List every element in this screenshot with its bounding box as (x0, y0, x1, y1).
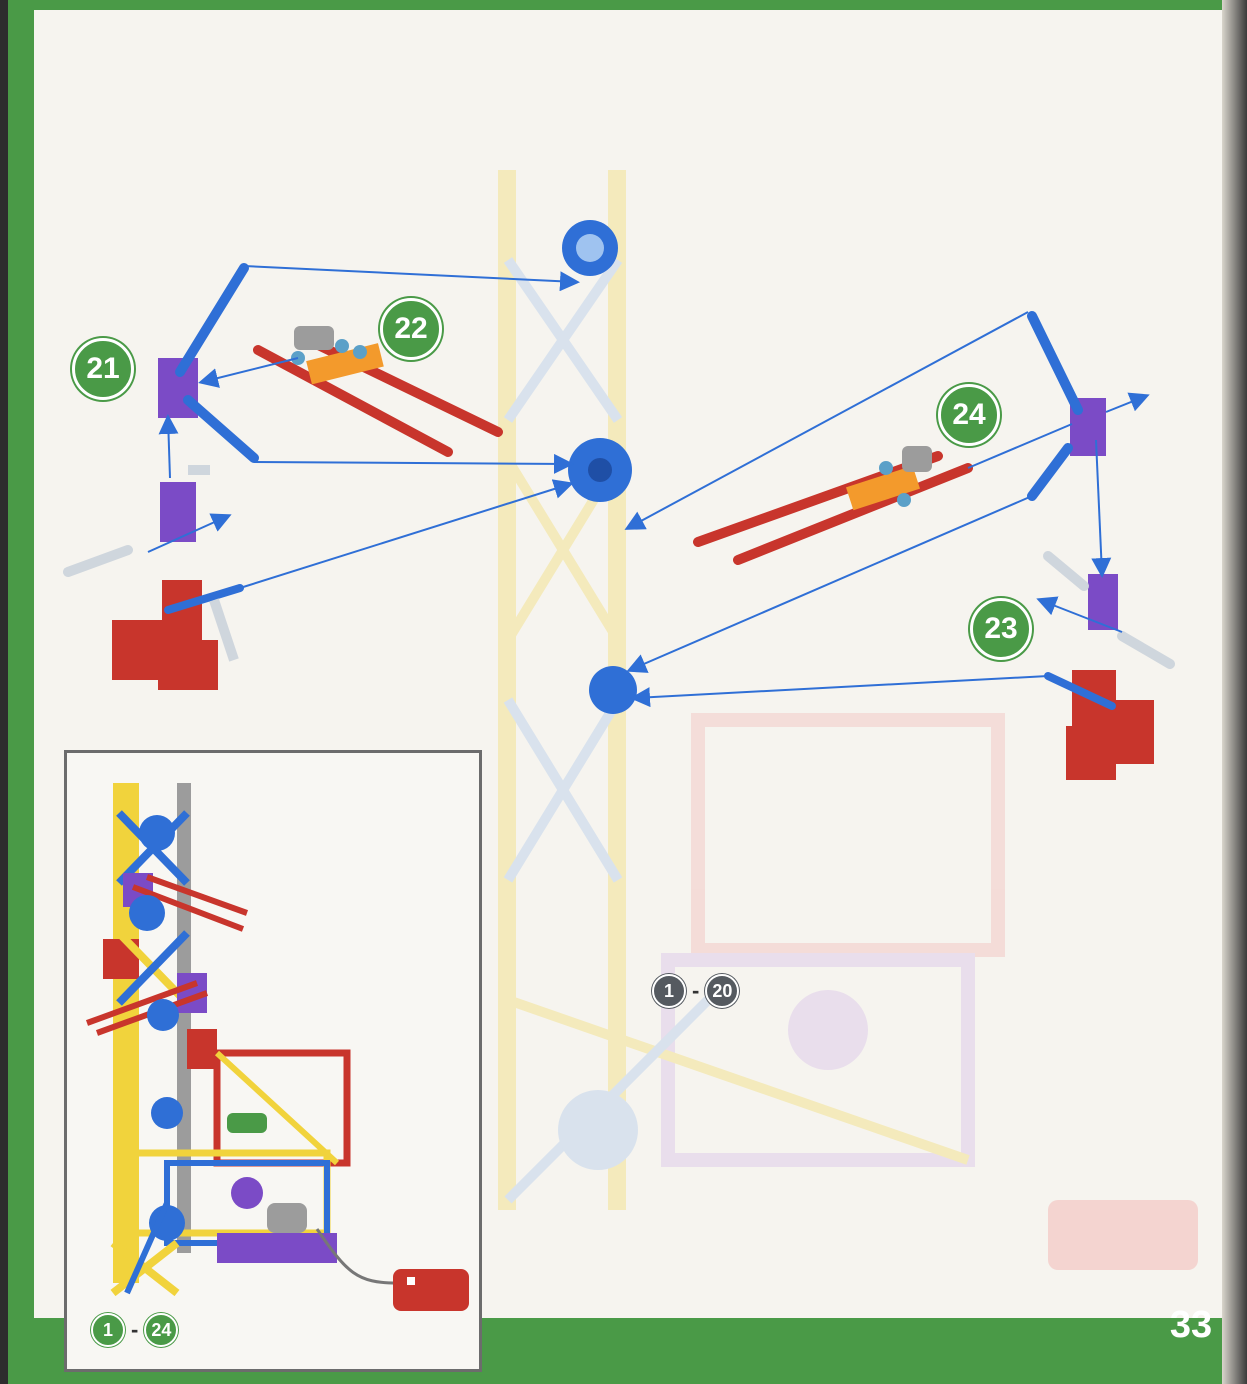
page-number: 33 (1158, 1300, 1224, 1350)
range-dash: - (692, 978, 699, 1004)
overview-inset: 1 - 24 (64, 750, 482, 1372)
step-22-assembly (258, 326, 498, 452)
step-21-assembly (68, 268, 254, 690)
step-badge-24: 24 (938, 384, 1000, 446)
tower-connector-top (562, 220, 618, 276)
range-start-badge: 1 (652, 974, 686, 1008)
step-badge-23: 23 (970, 598, 1032, 660)
step-24-assembly (698, 446, 968, 560)
step-badge-21: 21 (72, 338, 134, 400)
inset-range-end-badge: 24 (144, 1313, 178, 1347)
step-badge-22: 22 (380, 298, 442, 360)
main-step-range: 1 - 20 (652, 974, 739, 1008)
inset-step-range: 1 - 24 (91, 1313, 178, 1347)
tower-connector-middle (568, 438, 632, 502)
instruction-page: 21 22 23 24 1 - 20 (8, 0, 1228, 1384)
range-end-badge: 20 (705, 974, 739, 1008)
tower-connector-lower (589, 666, 637, 714)
inset-range-dash: - (131, 1317, 138, 1343)
page-edge-shadow (1222, 0, 1247, 1384)
inset-range-start-badge: 1 (91, 1313, 125, 1347)
completed-model-illustration (67, 753, 479, 1369)
